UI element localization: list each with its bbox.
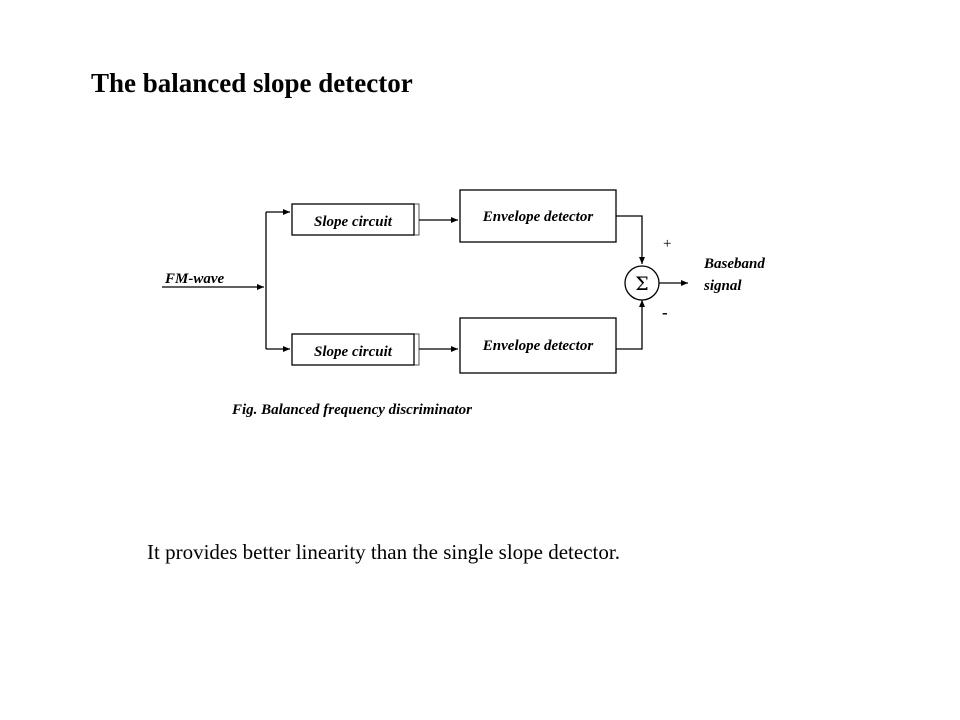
figure-caption: Fig. Balanced frequency discriminator <box>231 402 472 418</box>
input-label: FM-wave <box>164 271 225 287</box>
upper-slope-circuit-box: Slope circuit <box>291 203 420 236</box>
lower-slope-circuit-box: Slope circuit <box>291 333 420 366</box>
upper-envelope-detector-label: Envelope detector <box>482 209 594 225</box>
lower-slope-circuit-label: Slope circuit <box>314 344 393 360</box>
body-text: It provides better linearity than the si… <box>147 540 620 564</box>
lower-to-summer-line <box>616 300 645 350</box>
lower-envelope-detector-box: Envelope detector <box>459 317 617 374</box>
output-label-line1: Baseband <box>703 256 765 272</box>
slide-title: The balanced slope detector <box>91 68 413 98</box>
upper-slope-circuit-label: Slope circuit <box>314 214 393 230</box>
summer-circle: Σ <box>624 265 660 301</box>
sigma-symbol: Σ <box>635 273 648 295</box>
minus-sign: - <box>662 303 668 322</box>
plus-sign: + <box>663 236 671 252</box>
upper-envelope-detector-box: Envelope detector <box>459 189 617 243</box>
output-label-line2: signal <box>703 278 742 294</box>
lower-envelope-detector-label: Envelope detector <box>482 338 594 354</box>
upper-to-summer-line <box>616 215 645 264</box>
